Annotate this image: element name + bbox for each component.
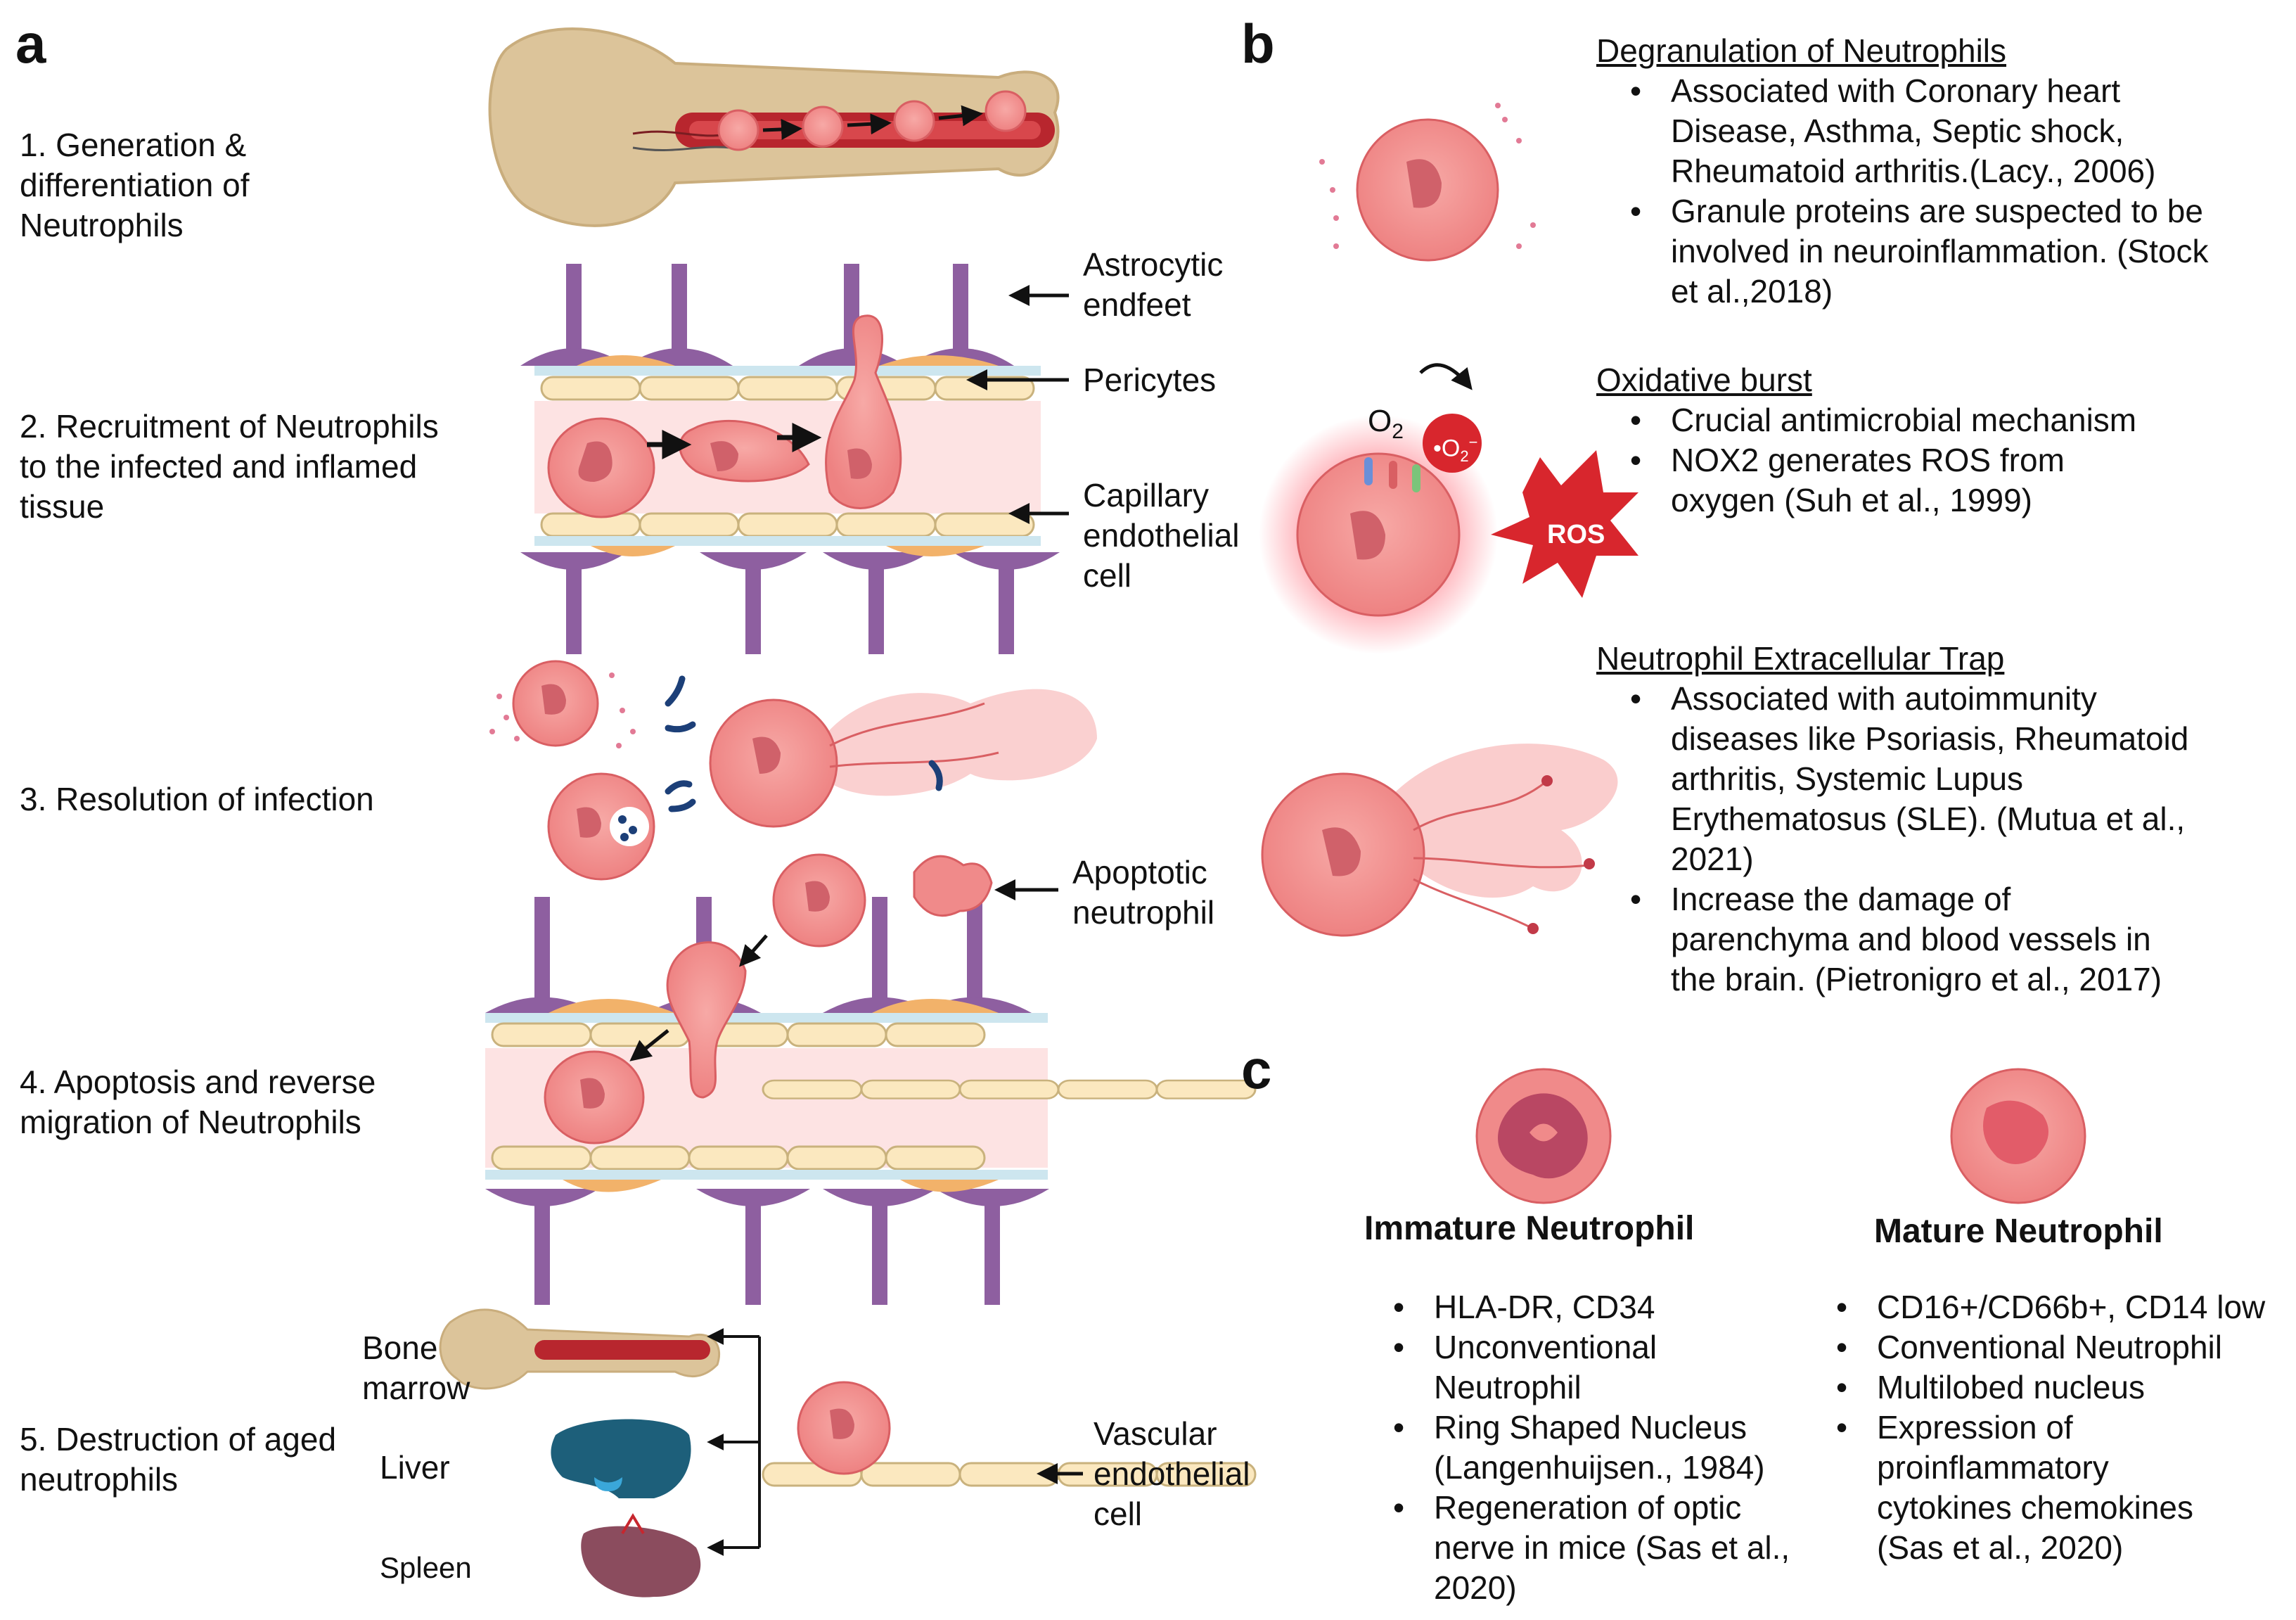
resolution-illustration: [489, 660, 1097, 881]
net-heading: Neutrophil Extracellular Trap: [1596, 640, 2005, 677]
bone-illustration: [488, 27, 1060, 227]
immature-bullet: Ring Shaped Nucleus(Langenhuijsen., 1984…: [1368, 1408, 1790, 1488]
destruction-illustration: [439, 1079, 1257, 1597]
label-pericytes: Pericytes: [1083, 362, 1217, 398]
label-spleen: Spleen: [380, 1551, 472, 1584]
step-4-line-2: migration of Neutrophils: [20, 1104, 361, 1140]
label-bone-2: marrow: [362, 1370, 470, 1406]
blood-brain-barrier-vessel-2: [520, 264, 1060, 654]
oxidative-heading: Oxidative burst: [1596, 362, 1812, 398]
immature-title: Immature Neutrophil: [1364, 1210, 1695, 1247]
panel-b-label: b: [1241, 13, 1275, 75]
label-vascular-3: cell: [1094, 1495, 1143, 1532]
step-2-line-1: 2. Recruitment of Neutrophils: [20, 408, 439, 445]
step-3-line-1: 3. Resolution of infection: [20, 781, 374, 817]
oxidative-burst-neutrophil: [1259, 363, 1638, 654]
mature-bullet: Multilobed nucleus: [1811, 1367, 2265, 1408]
mature-neutrophil-cell: [1950, 1068, 2086, 1204]
panel-a-label: a: [15, 13, 46, 75]
step-5-line-1: 5. Destruction of aged: [20, 1421, 337, 1458]
label-capillary-2: endothelial: [1083, 517, 1240, 554]
step-4-line-1: 4. Apoptosis and reverse: [20, 1064, 376, 1100]
degranulation-bullet: Granule proteins are suspected to beinvo…: [1605, 191, 2208, 312]
label-astrocytic-2: endfeet: [1083, 286, 1191, 323]
label-apoptotic-2: neutrophil: [1072, 894, 1215, 931]
step-2-line-3: tissue: [20, 488, 105, 525]
label-apoptotic-1: Apoptotic: [1072, 854, 1207, 891]
panel-c-label: c: [1241, 1038, 1272, 1100]
ros-label: ROS: [1547, 520, 1605, 549]
degranulating-neutrophil: [1319, 103, 1536, 262]
oxidative-bullet: Crucial antimicrobial mechanism: [1605, 400, 2136, 440]
o2-label: O2: [1368, 404, 1404, 443]
label-astrocytic-1: Astrocytic: [1083, 246, 1224, 283]
step-1-line-1: 1. Generation &: [20, 127, 247, 163]
blood-brain-barrier-vessel-4: [485, 853, 1049, 1305]
oxidative-list: Crucial antimicrobial mechanism NOX2 gen…: [1605, 400, 2136, 521]
superoxide-label: •O2−: [1433, 433, 1478, 466]
label-liver: Liver: [380, 1449, 450, 1486]
maturing-neutrophils: [717, 90, 1027, 151]
degranulation-heading: Degranulation of Neutrophils: [1596, 32, 2007, 69]
label-vascular-1: Vascular: [1094, 1415, 1217, 1452]
label-vascular-2: endothelial: [1094, 1455, 1250, 1492]
label-capillary-3: cell: [1083, 557, 1132, 594]
step-5-line-2: neutrophils: [20, 1461, 179, 1498]
extracellular-trap-neutrophil: [1261, 744, 1618, 937]
label-capillary-1: Capillary: [1083, 477, 1209, 514]
immature-bullet: HLA-DR, CD34: [1368, 1287, 1790, 1327]
immature-neutrophil-cell: [1475, 1068, 1612, 1204]
step-1-line-3: Neutrophils: [20, 207, 184, 243]
step-2-line-2: to the infected and inflamed: [20, 448, 418, 485]
mature-title: Mature Neutrophil: [1874, 1213, 2163, 1250]
mature-bullet: Conventional Neutrophil: [1811, 1327, 2265, 1367]
mature-bullet: CD16+/CD66b+, CD14 low: [1811, 1287, 2265, 1327]
label-bone-1: Bone: [362, 1329, 438, 1366]
mature-list: CD16+/CD66b+, CD14 low Conventional Neut…: [1811, 1287, 2265, 1568]
step-1-line-2: differentiation of: [20, 167, 250, 203]
label-arrows-a: [966, 285, 1083, 1484]
